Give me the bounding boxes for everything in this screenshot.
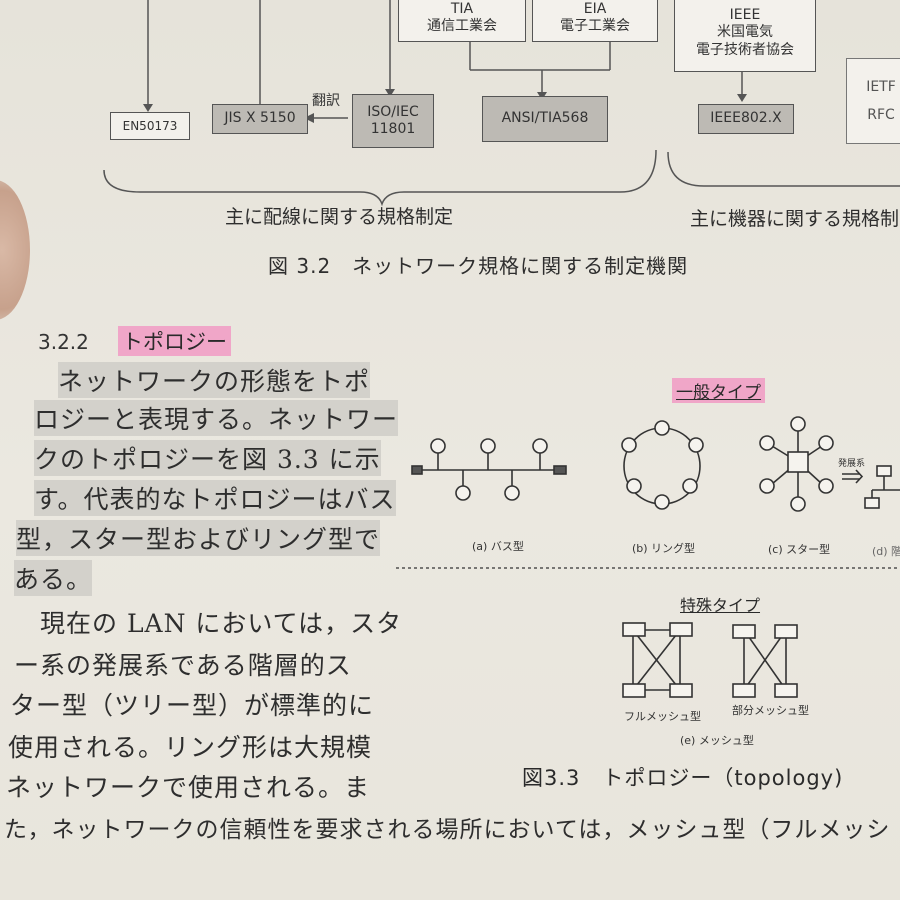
section-number: 3.2.2	[38, 330, 89, 354]
ieee-box: IEEE 米国電気 電子技術者協会	[674, 0, 816, 72]
equipment-brace-label: 主に機器に関する規格制	[690, 208, 900, 230]
mesh-type-label: (e) メッシュ型	[680, 734, 754, 747]
section-title: トポロジー	[118, 326, 231, 356]
iso-box: ISO/IEC 11801	[352, 94, 434, 148]
en50173-box: EN50173	[110, 112, 190, 140]
bus-type-label: (a) バス型	[472, 540, 524, 553]
translation-label: 翻訳	[312, 93, 340, 109]
ietf-box: IETF RFC	[846, 58, 900, 144]
para1-line-3: クのトポロジーを図 3.3 に示	[34, 440, 381, 476]
star-type-label: (c) スター型	[768, 543, 831, 556]
special-type-label: 特殊タイプ	[680, 596, 761, 615]
para1-line-2: ロジーと表現する。ネットワー	[34, 400, 399, 436]
fig33-caption: 図3.3 トポロジー（topology)	[522, 766, 844, 790]
ansi-box: ANSI/TIA568	[482, 96, 608, 142]
para1-line-4: す。代表的なトポロジーはバス	[34, 480, 396, 516]
general-type-label: 一般タイプ	[672, 378, 765, 403]
para2-line-3: ター型（ツリー型）が標準的に	[10, 691, 375, 720]
jis-box: JIS X 5150	[212, 104, 308, 134]
para2-line-6: た，ネットワークの信頼性を要求される場所においては，メッシュ型（フルメッシ	[4, 817, 891, 843]
partial-mesh-label: 部分メッシュ型	[732, 704, 809, 717]
para2-line-5: ネットワークで使用される。ま	[6, 773, 371, 802]
para1-line-1: ネットワークの形態をトポ	[58, 362, 371, 398]
fig32-caption: 図 3.2 ネットワーク規格に関する制定機関	[268, 254, 689, 278]
para2-line-4: 使用される。リング形は大規模	[8, 733, 373, 762]
eia-box: EIA 電子工業会	[532, 0, 658, 42]
para1-line-5: 型，スター型およびリング型で	[16, 520, 381, 556]
expand-label: 発展系	[838, 459, 866, 469]
fig32-connector-lines	[103, 0, 900, 207]
para2-line-2: ー系の発展系である階層的ス	[14, 651, 352, 680]
wiring-brace-label: 主に配線に関する規格制定	[225, 206, 454, 228]
tree-type-label: (d) 階層	[872, 545, 900, 558]
tia-box: TIA 通信工業会	[398, 0, 526, 42]
full-mesh-label: フルメッシュ型	[624, 710, 701, 723]
para2-line-1: 現在の LAN においては，スタ	[14, 609, 403, 638]
para1-line-6: ある。	[14, 560, 93, 596]
ring-type-label: (b) リング型	[632, 542, 696, 555]
ieee802-box: IEEE802.X	[698, 104, 794, 134]
